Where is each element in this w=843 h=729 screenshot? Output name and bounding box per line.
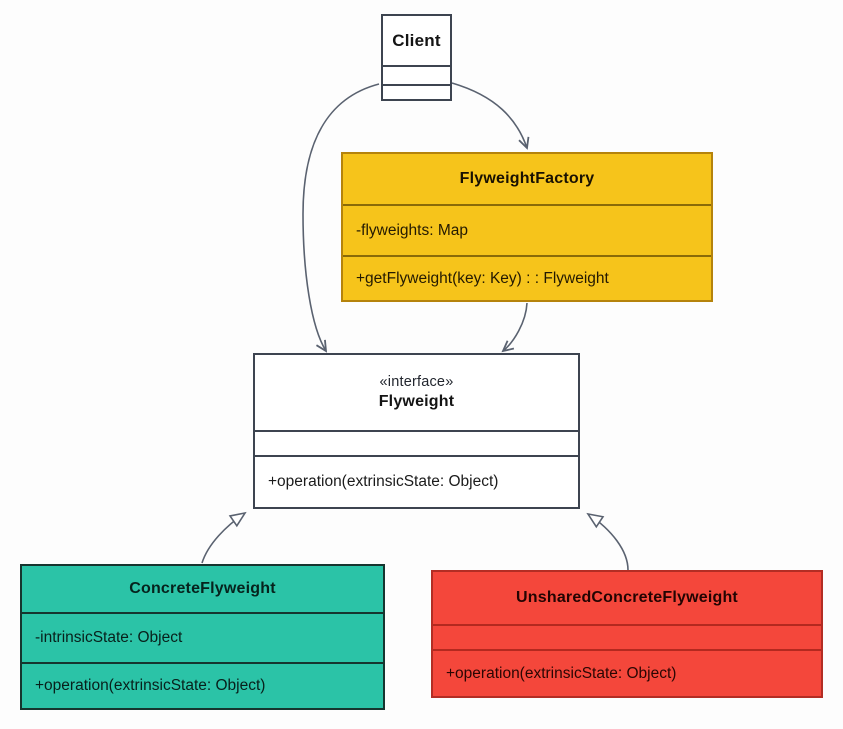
- dependency-arrow-factory-to-flyweight: [501, 302, 528, 353]
- class-name-unshared-concrete-flyweight: UnsharedConcreteFlyweight: [516, 589, 738, 606]
- class-title-flyweight-factory: FlyweightFactory: [343, 154, 711, 204]
- class-title-flyweight: «interface» Flyweight: [255, 355, 578, 430]
- class-name-flyweight-factory: FlyweightFactory: [459, 170, 595, 187]
- class-title-concrete-flyweight: ConcreteFlyweight: [22, 566, 383, 612]
- factory-method-getflyweight: +getFlyweight(key: Key) : : Flyweight: [356, 269, 609, 287]
- concrete-method-operation: +operation(extrinsicState: Object): [35, 677, 266, 694]
- unshared-methods-compartment: +operation(extrinsicState: Object): [433, 649, 821, 696]
- class-name-flyweight: Flyweight: [378, 393, 455, 410]
- concrete-attribute-intrinsicstate: -intrinsicState: Object: [35, 629, 183, 646]
- interface-stereotype-label: «interface»: [379, 374, 454, 390]
- factory-attribute-flyweights: -flyweights: Map: [356, 221, 468, 239]
- flyweight-methods-compartment: +operation(extrinsicState: Object): [255, 455, 578, 507]
- class-title-client: Client: [383, 16, 450, 65]
- class-box-unshared-concrete-flyweight: UnsharedConcreteFlyweight +operation(ext…: [431, 570, 823, 698]
- class-name-concrete-flyweight: ConcreteFlyweight: [129, 580, 276, 597]
- factory-methods-compartment: +getFlyweight(key: Key) : : Flyweight: [343, 255, 711, 300]
- class-box-concrete-flyweight: ConcreteFlyweight -intrinsicState: Objec…: [20, 564, 385, 710]
- flyweight-method-operation: +operation(extrinsicState: Object): [268, 473, 499, 490]
- class-name-client: Client: [392, 30, 441, 50]
- concrete-attributes-compartment: -intrinsicState: Object: [22, 612, 383, 662]
- class-box-flyweight-interface: «interface» Flyweight +operation(extrins…: [253, 353, 580, 509]
- concrete-methods-compartment: +operation(extrinsicState: Object): [22, 662, 383, 708]
- class-title-unshared-concrete-flyweight: UnsharedConcreteFlyweight: [433, 572, 821, 624]
- factory-attributes-compartment: -flyweights: Map: [343, 204, 711, 255]
- client-attributes-compartment-empty: [383, 65, 450, 84]
- unshared-method-operation: +operation(extrinsicState: Object): [446, 664, 677, 682]
- generalization-arrow-unshared-to-flyweight: [586, 512, 629, 571]
- class-box-client: Client: [381, 14, 452, 101]
- flyweight-attributes-compartment-empty: [255, 430, 578, 455]
- generalization-arrow-concrete-to-flyweight: [201, 511, 247, 564]
- class-box-flyweight-factory: FlyweightFactory -flyweights: Map +getFl…: [341, 152, 713, 302]
- client-methods-compartment-empty: [383, 84, 450, 99]
- dependency-arrow-client-to-factory: [451, 82, 530, 150]
- unshared-attributes-compartment-empty: [433, 624, 821, 649]
